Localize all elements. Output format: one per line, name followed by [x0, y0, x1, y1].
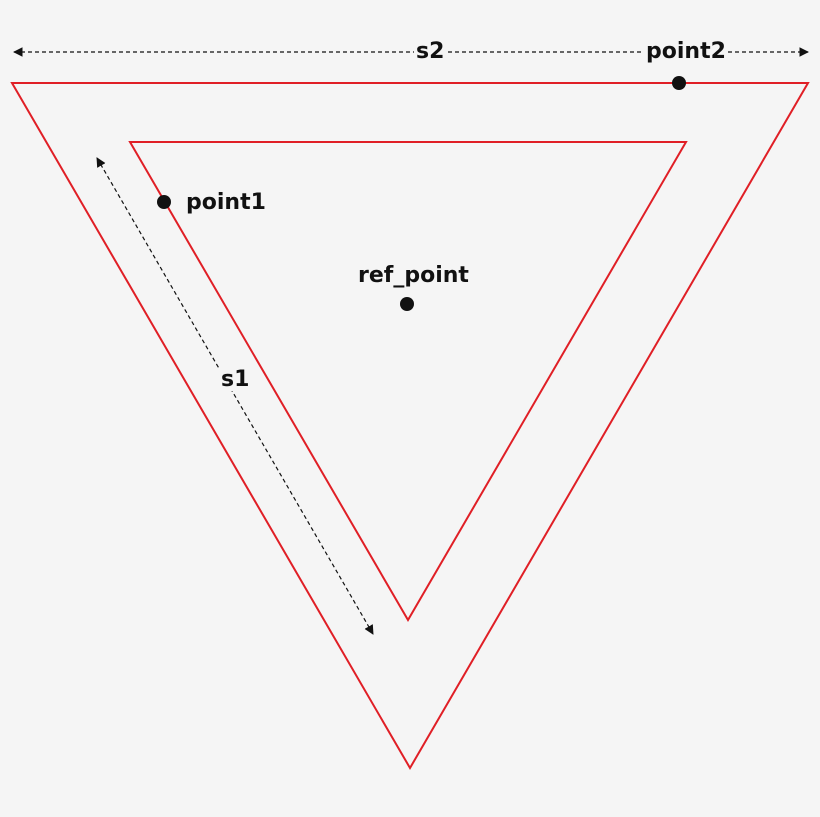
ref-point-marker [400, 297, 414, 311]
point1-label: point1 [186, 190, 266, 215]
outer-triangle [10, 82, 810, 770]
s1-dimension-arrow [96, 157, 374, 635]
point2-label: point2 [644, 39, 728, 64]
ref-point-label: ref_point [358, 263, 469, 288]
s2-label: s2 [414, 39, 447, 64]
point1-marker [157, 195, 171, 209]
s1-label: s1 [219, 367, 252, 392]
point2-marker [672, 76, 686, 90]
